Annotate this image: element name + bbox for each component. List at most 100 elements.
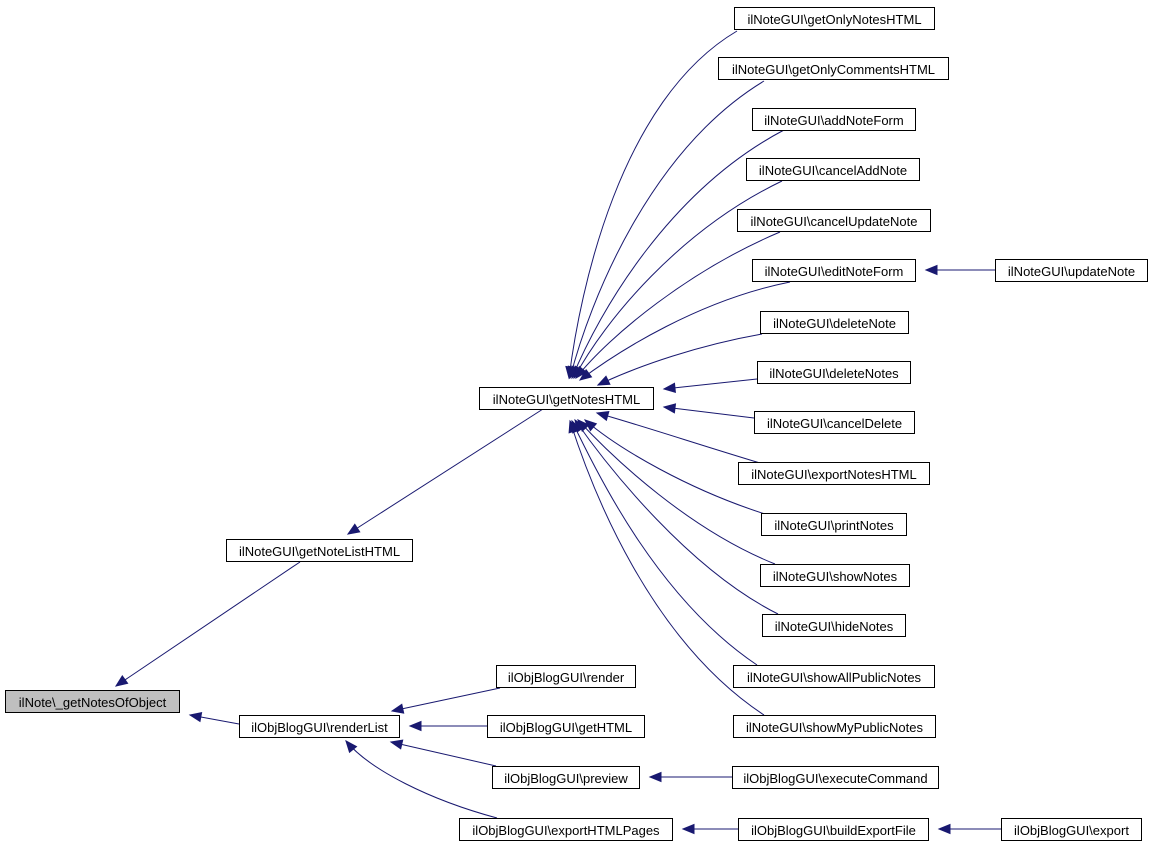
edge-deleteNote-to-getNotesHTML [597,333,763,386]
node-label-exportNotesHTML: ilNoteGUI\exportNotesHTML [751,467,916,482]
node-root[interactable]: ilNote\_getNotesOfObject [5,690,180,713]
node-label-getOnlyNotesHTML: ilNoteGUI\getOnlyNotesHTML [747,12,921,27]
node-executeCommand[interactable]: ilObjBlogGUI\executeCommand [732,766,939,789]
node-box-exportHTMLPages[interactable] [459,818,673,841]
node-label-showAllPublicNotes: ilNoteGUI\showAllPublicNotes [747,670,922,685]
node-label-getNotesHTML: ilNoteGUI\getNotesHTML [493,392,640,407]
node-box-getNoteListHTML[interactable] [226,539,413,562]
node-box-preview[interactable] [492,766,640,789]
arrowhead-export-to-buildExportFile [937,823,951,835]
node-exportHTMLPages[interactable]: ilObjBlogGUI\exportHTMLPages [459,818,673,841]
arrowhead-exportHTMLPages-to-renderList [345,739,358,754]
node-label-addNoteForm: ilNoteGUI\addNoteForm [764,113,903,128]
node-box-cancelAddNote[interactable] [746,158,920,181]
node-box-cancelDelete[interactable] [754,411,915,434]
arrowhead-deleteNotes-to-getNotesHTML [662,382,676,393]
arrowhead-render-to-renderList [390,703,405,714]
edge-getNoteListHTML-to-root [115,561,301,687]
node-box-showNotes[interactable] [760,564,910,587]
node-getNoteListHTML[interactable]: ilNoteGUI\getNoteListHTML [226,539,413,562]
node-hideNotes[interactable]: ilNoteGUI\hideNotes [762,614,906,637]
node-label-renderList: ilObjBlogGUI\renderList [251,720,388,735]
arrowhead-cancelDelete-to-getNotesHTML [662,403,677,414]
arrowhead-buildExportFile-to-exportHTMLPages [681,823,695,835]
node-deleteNote[interactable]: ilNoteGUI\deleteNote [760,311,909,334]
node-box-root[interactable] [5,690,180,713]
edge-hideNotes-to-getNotesHTML [574,419,779,615]
node-box-export[interactable] [1001,818,1142,841]
node-label-getNoteListHTML: ilNoteGUI\getNoteListHTML [239,544,400,559]
edge-preview-to-renderList [390,741,497,767]
node-box-cancelUpdateNote[interactable] [737,209,931,232]
node-box-buildExportFile[interactable] [738,818,929,841]
node-label-preview: ilObjBlogGUI\preview [504,771,628,786]
node-box-getOnlyCommentsHTML[interactable] [718,57,949,80]
node-renderList[interactable]: ilObjBlogGUI\renderList [239,715,400,738]
node-cancelDelete[interactable]: ilNoteGUI\cancelDelete [754,411,915,434]
node-box-showAllPublicNotes[interactable] [733,665,935,688]
edge-editNoteForm-to-getNotesHTML [579,281,791,381]
node-addNoteForm[interactable]: ilNoteGUI\addNoteForm [752,108,916,131]
edge-render-to-renderList [391,687,501,712]
node-exportNotesHTML[interactable]: ilNoteGUI\exportNotesHTML [738,462,930,485]
arrowhead-editNoteForm-to-getNotesHTML [578,368,593,381]
node-box-hideNotes[interactable] [762,614,906,637]
edge-getOnlyCommentsHTML-to-getNotesHTML [569,80,765,379]
node-box-deleteNotes[interactable] [757,361,911,384]
node-showNotes[interactable]: ilNoteGUI\showNotes [760,564,910,587]
node-label-executeCommand: ilObjBlogGUI\executeCommand [743,771,927,786]
node-box-getHTML[interactable] [487,715,645,738]
node-editNoteForm[interactable]: ilNoteGUI\editNoteForm [752,259,916,282]
edge-cancelUpdateNote-to-getNotesHTML [575,231,781,379]
node-box-showMyPublicNotes[interactable] [733,715,936,738]
arrowhead-getNotesHTML-to-getNoteListHTML [346,523,361,535]
node-box-renderList[interactable] [239,715,400,738]
node-getHTML[interactable]: ilObjBlogGUI\getHTML [487,715,645,738]
edge-showMyPublicNotes-to-getNotesHTML [569,420,765,716]
node-label-updateNote: ilNoteGUI\updateNote [1008,264,1135,279]
node-box-getOnlyNotesHTML[interactable] [734,7,935,30]
node-showMyPublicNotes[interactable]: ilNoteGUI\showMyPublicNotes [733,715,936,738]
node-getOnlyCommentsHTML[interactable]: ilNoteGUI\getOnlyCommentsHTML [718,57,949,80]
node-printNotes[interactable]: ilNoteGUI\printNotes [761,513,907,536]
node-cancelAddNote[interactable]: ilNoteGUI\cancelAddNote [746,158,920,181]
arrowhead-getHTML-to-renderList [408,720,422,732]
node-box-render[interactable] [496,665,636,688]
node-getNotesHTML[interactable]: ilNoteGUI\getNotesHTML [479,387,654,410]
node-box-exportNotesHTML[interactable] [738,462,930,485]
node-label-cancelDelete: ilNoteGUI\cancelDelete [767,416,902,431]
node-getOnlyNotesHTML[interactable]: ilNoteGUI\getOnlyNotesHTML [734,7,935,30]
node-label-hideNotes: ilNoteGUI\hideNotes [775,619,894,634]
node-render[interactable]: ilObjBlogGUI\render [496,665,636,688]
arrowhead-updateNote-to-editNoteForm [924,264,938,276]
arrowhead-exportNotesHTML-to-getNotesHTML [595,411,610,422]
node-updateNote[interactable]: ilNoteGUI\updateNote [995,259,1148,282]
edge-getOnlyNotesHTML-to-getNotesHTML [568,30,738,379]
node-box-printNotes[interactable] [761,513,907,536]
edge-showAllPublicNotes-to-getNotesHTML [571,420,758,666]
node-export[interactable]: ilObjBlogGUI\export [1001,818,1142,841]
node-label-render: ilObjBlogGUI\render [508,670,625,685]
node-box-editNoteForm[interactable] [752,259,916,282]
edge-getNotesHTML-to-getNoteListHTML [347,408,544,535]
edge-cancelAddNote-to-getNotesHTML [573,180,783,379]
node-box-executeCommand[interactable] [732,766,939,789]
node-label-buildExportFile: ilObjBlogGUI\buildExportFile [751,823,916,838]
node-preview[interactable]: ilObjBlogGUI\preview [492,766,640,789]
node-label-exportHTMLPages: ilObjBlogGUI\exportHTMLPages [472,823,660,838]
node-box-addNoteForm[interactable] [752,108,916,131]
edge-printNotes-to-getNotesHTML [584,419,766,515]
node-box-updateNote[interactable] [995,259,1148,282]
node-label-deleteNote: ilNoteGUI\deleteNote [773,316,896,331]
node-showAllPublicNotes[interactable]: ilNoteGUI\showAllPublicNotes [733,665,935,688]
node-label-getHTML: ilObjBlogGUI\getHTML [500,720,632,735]
node-box-getNotesHTML[interactable] [479,387,654,410]
node-deleteNotes[interactable]: ilNoteGUI\deleteNotes [757,361,911,384]
node-cancelUpdateNote[interactable]: ilNoteGUI\cancelUpdateNote [737,209,931,232]
node-buildExportFile[interactable]: ilObjBlogGUI\buildExportFile [738,818,929,841]
edge-exportHTMLPages-to-renderList [345,740,498,819]
node-label-cancelUpdateNote: ilNoteGUI\cancelUpdateNote [751,214,918,229]
node-box-deleteNote[interactable] [760,311,909,334]
arrowhead-getNoteListHTML-to-root [114,675,129,687]
